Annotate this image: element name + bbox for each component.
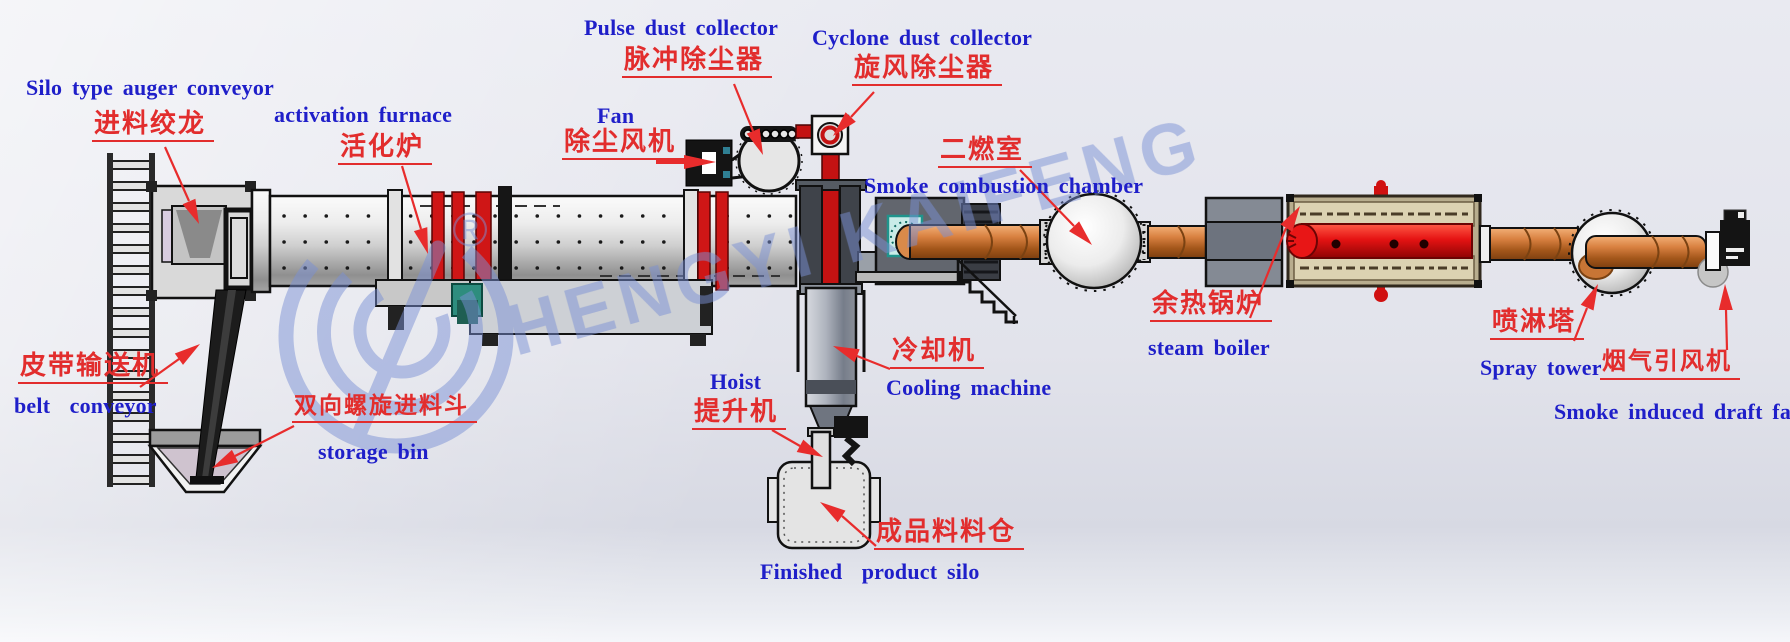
feed-housing xyxy=(146,181,256,301)
steam-boiler-unit xyxy=(1286,180,1482,302)
hoist-unit xyxy=(807,416,868,490)
label-draft-fan-zh: 烟气引风机 xyxy=(1600,349,1740,381)
belt-conveyor-column xyxy=(190,289,247,484)
label-storage-bin-en: storage bin xyxy=(318,439,429,464)
label-storage-bin-zh: 双向螺旋进料斗 xyxy=(292,393,477,424)
leader-cyclone xyxy=(833,91,875,136)
label-combustion-en: Smoke combustion chamber xyxy=(864,173,1144,198)
label-steam-boiler-zh: 余热锅炉 xyxy=(1150,290,1273,323)
flue-pipe-a xyxy=(895,224,1043,260)
label-silo-auger-zh: 进料绞龙 xyxy=(92,110,215,143)
watermark-logo xyxy=(278,218,514,454)
label-cyclone-en: Cyclone dust collector xyxy=(812,25,1033,50)
label-silo-auger-en: Silo type auger conveyor xyxy=(26,75,274,100)
leader-silo-auger xyxy=(163,146,199,224)
cooling-machine-unit xyxy=(796,283,866,431)
boiler-inlet-box xyxy=(1204,196,1284,288)
label-finished-silo-zh: 成品料料仓 xyxy=(874,518,1025,551)
spray-tower-unit xyxy=(1568,209,1707,297)
label-activation-en: activation furnace xyxy=(274,102,453,127)
flue-pipe-b xyxy=(1147,225,1211,259)
label-draft-fan-en: Smoke induced draft fan xyxy=(1554,399,1790,424)
label-cooling-en: Cooling machine xyxy=(886,375,1052,400)
induced-draft-fan-unit xyxy=(1697,209,1750,288)
label-pulse-zh: 脉冲除尘器 xyxy=(622,46,773,79)
leader-hoist xyxy=(771,429,823,457)
label-fan-en: Fan xyxy=(597,103,635,128)
label-belt-conveyor-en: belt conveyor xyxy=(14,393,157,418)
leader-storage-bin xyxy=(212,425,295,468)
leader-pulse-collector xyxy=(732,83,763,155)
registered-mark: ® xyxy=(452,204,487,257)
leader-combustion-chamber xyxy=(1019,169,1092,245)
label-combustion-zh: 二燃室 xyxy=(938,136,1033,169)
label-steam-boiler-en: steam boiler xyxy=(1148,335,1270,360)
label-belt-conveyor-zh: 皮带输送机 xyxy=(18,352,169,385)
label-pulse-en: Pulse dust collector xyxy=(584,15,779,40)
label-finished-silo-en: Finished product silo xyxy=(760,559,980,584)
leader-arrows xyxy=(139,83,1733,547)
label-fan-zh: 除尘风机 xyxy=(562,128,685,161)
flue-pipe-c xyxy=(1479,225,1579,263)
label-hoist-zh: 提升机 xyxy=(692,398,787,431)
leader-activation-furnace xyxy=(400,165,428,254)
leader-finished-silo xyxy=(820,502,877,547)
label-hoist-en: Hoist xyxy=(710,369,762,394)
stairs xyxy=(855,257,1018,324)
label-cyclone-zh: 旋风除尘器 xyxy=(852,54,1003,87)
leader-cooling-machine xyxy=(833,346,891,371)
label-spray-tower-zh: 喷淋塔 xyxy=(1490,308,1585,341)
label-cooling-zh: 冷却机 xyxy=(890,337,985,370)
access-ladder xyxy=(107,153,155,487)
label-spray-tower-en: Spray tower xyxy=(1480,355,1602,380)
leader-steam-boiler xyxy=(1248,206,1300,319)
leader-fan xyxy=(656,155,716,169)
leader-spray-tower xyxy=(1572,284,1598,342)
smoke-combustion-chamber-unit xyxy=(1039,190,1151,292)
label-activation-zh: 活化炉 xyxy=(338,133,433,166)
leader-draft-fan xyxy=(1718,284,1733,351)
